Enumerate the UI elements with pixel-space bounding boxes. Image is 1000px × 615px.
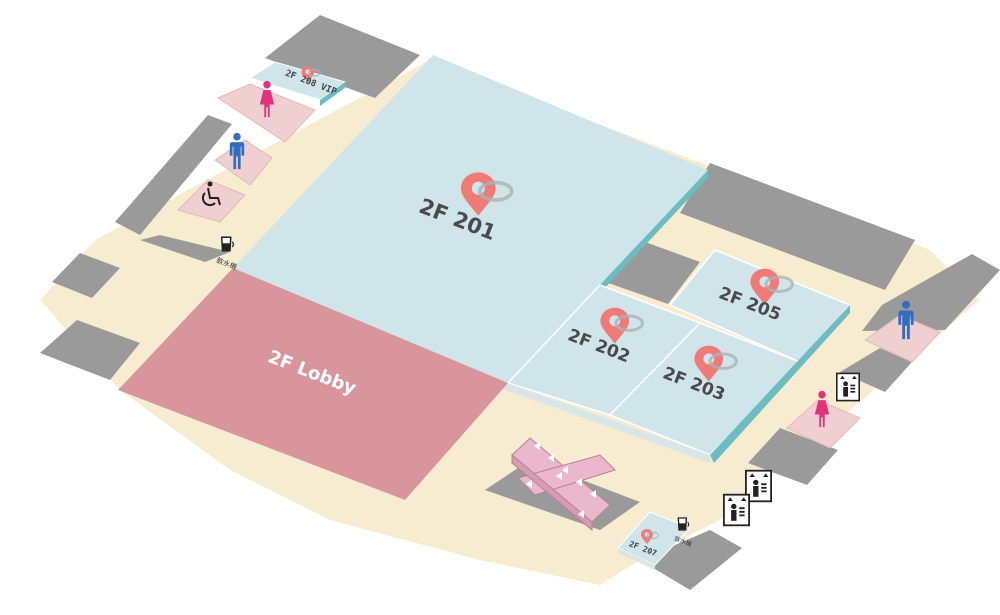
restroom-female-north [216, 83, 316, 143]
escalator[interactable] [511, 437, 616, 532]
room-cluster[interactable] [506, 249, 852, 463]
accessible-restroom-icon [201, 181, 221, 207]
escalator-icon [526, 442, 596, 518]
elevator-icon [836, 372, 860, 402]
room-208[interactable] [248, 61, 347, 106]
elevator-icon [723, 493, 750, 527]
lobby-area[interactable] [118, 268, 508, 500]
restroom-accessible [177, 179, 246, 223]
